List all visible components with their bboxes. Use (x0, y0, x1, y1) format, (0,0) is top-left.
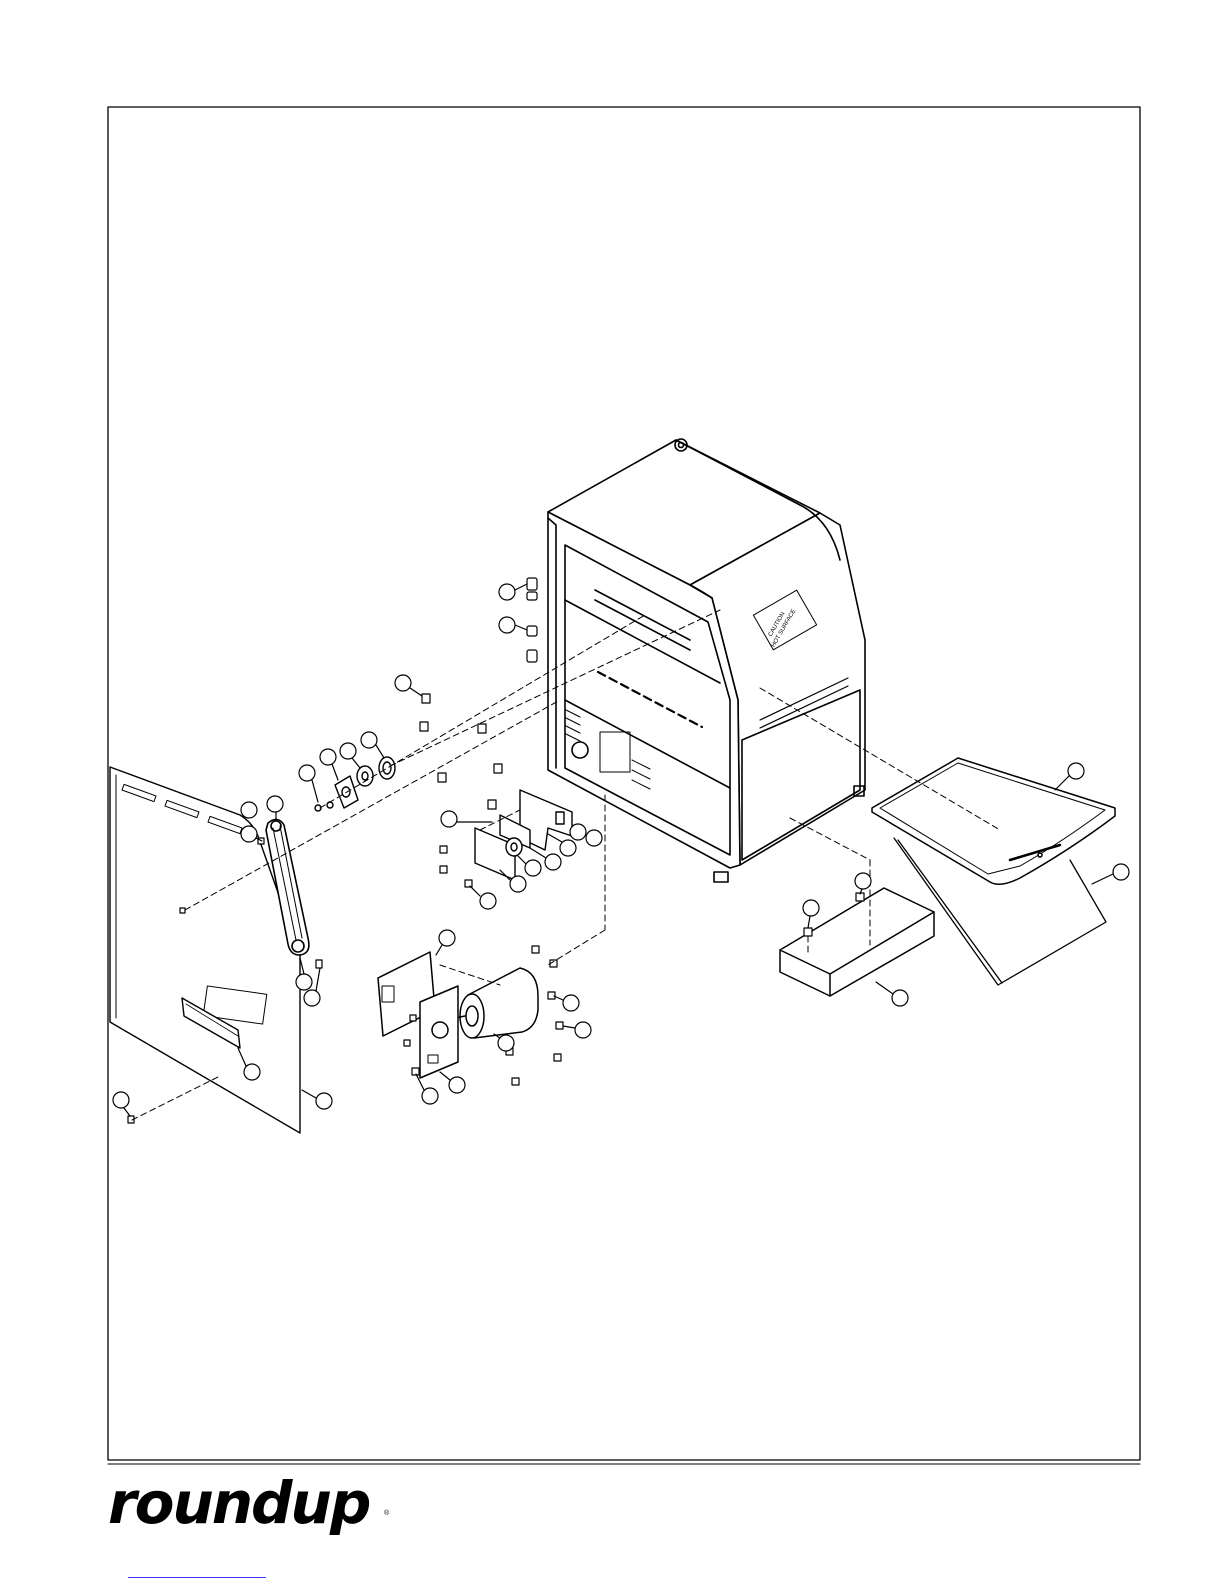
gear-motor (378, 952, 538, 1078)
registered-mark: ® (384, 1510, 389, 1517)
cabinet-housing (548, 439, 865, 882)
footer-link-underline[interactable] (128, 1577, 266, 1578)
cover-bracket (780, 888, 934, 996)
roundup-logo: roundup ® (108, 1468, 408, 1538)
brand-wordmark: roundup (108, 1468, 369, 1538)
